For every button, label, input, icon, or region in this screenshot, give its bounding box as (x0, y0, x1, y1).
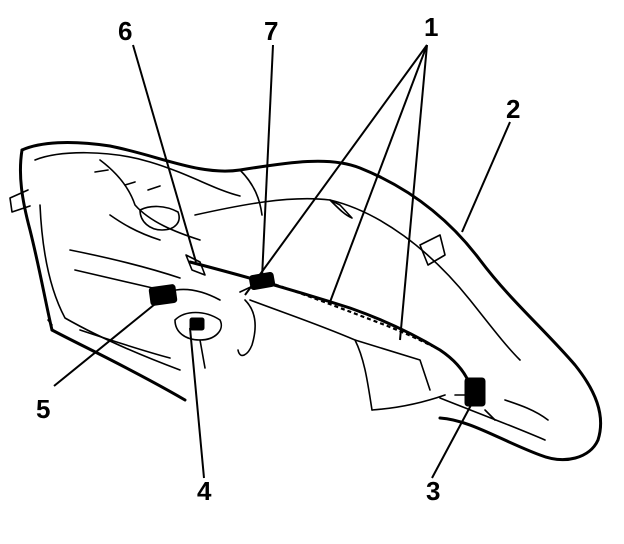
leader-lines (53, 44, 511, 479)
panel-outline (9, 141, 603, 462)
connector-part-4 (174, 311, 222, 369)
connector-part-3 (454, 377, 496, 421)
callout-2: 2 (506, 94, 520, 124)
connector-part-5 (148, 284, 221, 306)
callout-3: 3 (426, 476, 440, 506)
callout-1: 1 (424, 12, 438, 42)
callout-labels: 1 2 3 4 5 6 7 (36, 12, 520, 506)
dash-top-surface (94, 169, 521, 361)
callout-7: 7 (264, 16, 278, 46)
callout-6: 6 (118, 16, 132, 46)
dash-lower-body (188, 260, 549, 441)
callout-4: 4 (197, 476, 212, 506)
callout-5: 5 (36, 394, 50, 424)
connector-part-7 (239, 271, 276, 293)
